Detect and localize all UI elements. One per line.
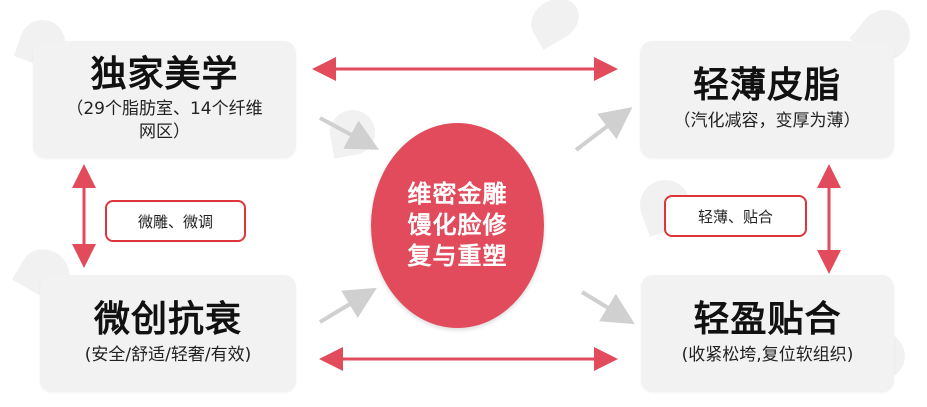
- box-subtitle-line1: （29个脂肪室、14个纤维: [66, 99, 263, 120]
- center-line1: 维密金雕: [407, 179, 508, 208]
- box-light-fit: 轻盈贴合 (收紧松垮,复位软组织): [641, 275, 894, 392]
- arrow-diag-top-right: [574, 107, 633, 152]
- box-title: 轻盈贴合: [693, 299, 842, 341]
- box-subtitle-line2: 网区）: [139, 122, 190, 143]
- box-title: 微创抗衰: [93, 299, 242, 341]
- center-line3: 复与重塑: [407, 242, 508, 271]
- box-title: 轻薄皮脂: [692, 65, 841, 107]
- box-thin-fat: 轻薄皮脂 （汽化减容，变厚为薄）: [640, 41, 894, 158]
- center-line2: 馒化脸修: [407, 210, 508, 239]
- box-subtitle-line1: (收紧松垮,复位软组织): [681, 344, 854, 365]
- box-subtitle-line1: （汽化减容，变厚为薄）: [673, 110, 861, 131]
- box-exclusive-aesthetics: 独家美学 （29个脂肪室、14个纤维 网区）: [33, 41, 296, 158]
- arrow-diag-top-left: [319, 116, 380, 150]
- arrow-diag-bottom-left: [318, 287, 377, 324]
- arrow-diag-bottom-right: [580, 290, 635, 325]
- box-minimally-invasive: 微创抗衰 (安全/舒适/轻奢/有效): [40, 275, 296, 392]
- box-title: 独家美学: [90, 53, 239, 95]
- tag-right: 轻薄、贴合: [664, 195, 807, 237]
- center-circle: 维密金雕 馒化脸修 复与重塑: [371, 123, 544, 328]
- box-subtitle-line1: (安全/舒适/轻奢/有效): [84, 344, 252, 365]
- tag-left: 微雕、微调: [105, 200, 246, 242]
